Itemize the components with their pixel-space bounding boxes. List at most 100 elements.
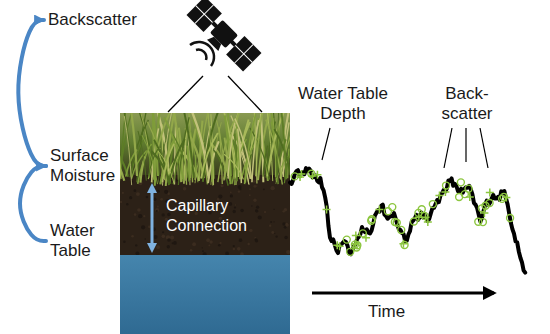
soil-grain: [249, 229, 252, 232]
backscatter-point: [429, 201, 436, 208]
soil-grain: [137, 208, 141, 212]
signal-wave: [196, 50, 206, 60]
soil-texture: [120, 169, 290, 255]
backscatter-point: [368, 216, 375, 223]
axis-label: Time: [368, 302, 428, 322]
soil-grain: [234, 206, 236, 208]
soil-grain: [285, 223, 288, 226]
backscatter-point: [291, 173, 298, 180]
grass-blade: [235, 134, 237, 182]
node-text: Water Table: [50, 221, 110, 261]
soil-grain: [156, 210, 158, 212]
soil-grain: [285, 223, 288, 226]
soil-grain: [167, 245, 170, 248]
soil-grain: [249, 188, 251, 190]
grass-blade: [207, 113, 212, 179]
soil-grain: [218, 244, 221, 247]
soil-grain: [284, 236, 288, 240]
leader-line: [444, 128, 452, 168]
soil-grain: [238, 239, 242, 243]
soil-grain: [120, 201, 122, 203]
label-box: Water Table Depth: [290, 84, 396, 124]
grass-blade: [138, 131, 146, 181]
soil-grain: [208, 244, 210, 246]
grass-blade: [184, 148, 186, 184]
soil-grain: [255, 209, 258, 212]
backscatter-point: [375, 205, 383, 213]
view-line: [228, 76, 262, 112]
grass-blade: [203, 113, 218, 182]
node-text: Surface Moisture: [50, 146, 126, 186]
soil-grain: [233, 248, 236, 251]
soil-grain: [168, 192, 169, 193]
backscatter-point: [457, 179, 464, 186]
soil-grain: [275, 235, 277, 237]
node-text: Backscatter: [48, 10, 158, 30]
backscatter-point: [401, 242, 408, 249]
grass-blade: [120, 149, 121, 179]
soil-grain: [239, 238, 243, 242]
soil-grain: [190, 249, 193, 252]
soil-grain: [202, 250, 204, 252]
soil-grain: [136, 192, 140, 196]
soil-grain: [256, 185, 257, 186]
label-box: Time: [368, 302, 428, 322]
soil-grain: [203, 252, 207, 255]
backscatter-point: [393, 219, 400, 226]
backscatter-point: [359, 230, 366, 237]
grass-blade: [228, 123, 235, 178]
soil-grain: [167, 238, 171, 242]
soil-grain: [183, 187, 187, 191]
leader-line: [465, 128, 466, 162]
soil-grain: [220, 184, 223, 187]
soil-grain: [238, 190, 240, 192]
soil-grain: [274, 233, 275, 234]
backscatter-point: [308, 172, 316, 180]
concept-node: Water Table: [50, 221, 110, 261]
soil-grain: [273, 221, 274, 222]
soil-grain: [263, 188, 265, 190]
backscatter-point: [421, 212, 428, 219]
water-layer: [120, 255, 290, 334]
grass-blade: [173, 150, 182, 184]
backscatter-point: [486, 188, 494, 196]
soil-grain: [237, 247, 241, 251]
soil-grain: [157, 190, 160, 193]
backscatter-point: [352, 240, 360, 248]
soil-grain: [134, 213, 137, 216]
soil-grain: [233, 210, 236, 213]
soil-grain: [162, 235, 166, 239]
signal-wave: [190, 42, 214, 66]
soil-grain: [269, 225, 271, 227]
soil-grain: [247, 243, 249, 245]
soil-grain: [156, 245, 160, 249]
soil-grain: [249, 194, 251, 196]
series-label: Back- scatter: [436, 84, 498, 124]
soil-grain: [173, 241, 177, 245]
soil-grain: [240, 252, 244, 255]
soil-grain: [122, 192, 124, 194]
backscatter-point: [507, 215, 514, 222]
soil-grain: [230, 192, 232, 194]
soil-grain: [144, 238, 146, 240]
soil-grain: [255, 239, 258, 242]
backscatter-point: [347, 248, 354, 255]
soil-grain: [206, 238, 210, 242]
soil-grain: [264, 211, 266, 213]
soil-grain: [162, 213, 165, 216]
soil-grain: [271, 231, 274, 234]
grass-blade: [169, 139, 185, 185]
backscatter-point: [399, 240, 407, 248]
soil-grain: [138, 214, 142, 218]
concept-node: Surface Moisture: [50, 146, 126, 186]
soil-grain: [157, 206, 159, 208]
soil-grain: [282, 222, 285, 225]
soil-grain: [170, 235, 174, 239]
soil-grain: [240, 209, 244, 213]
soil-grain: [134, 189, 137, 192]
backscatter-point: [475, 218, 482, 225]
soil-grain: [239, 188, 241, 190]
soil-grain: [160, 198, 163, 201]
soil-grain: [148, 245, 150, 247]
